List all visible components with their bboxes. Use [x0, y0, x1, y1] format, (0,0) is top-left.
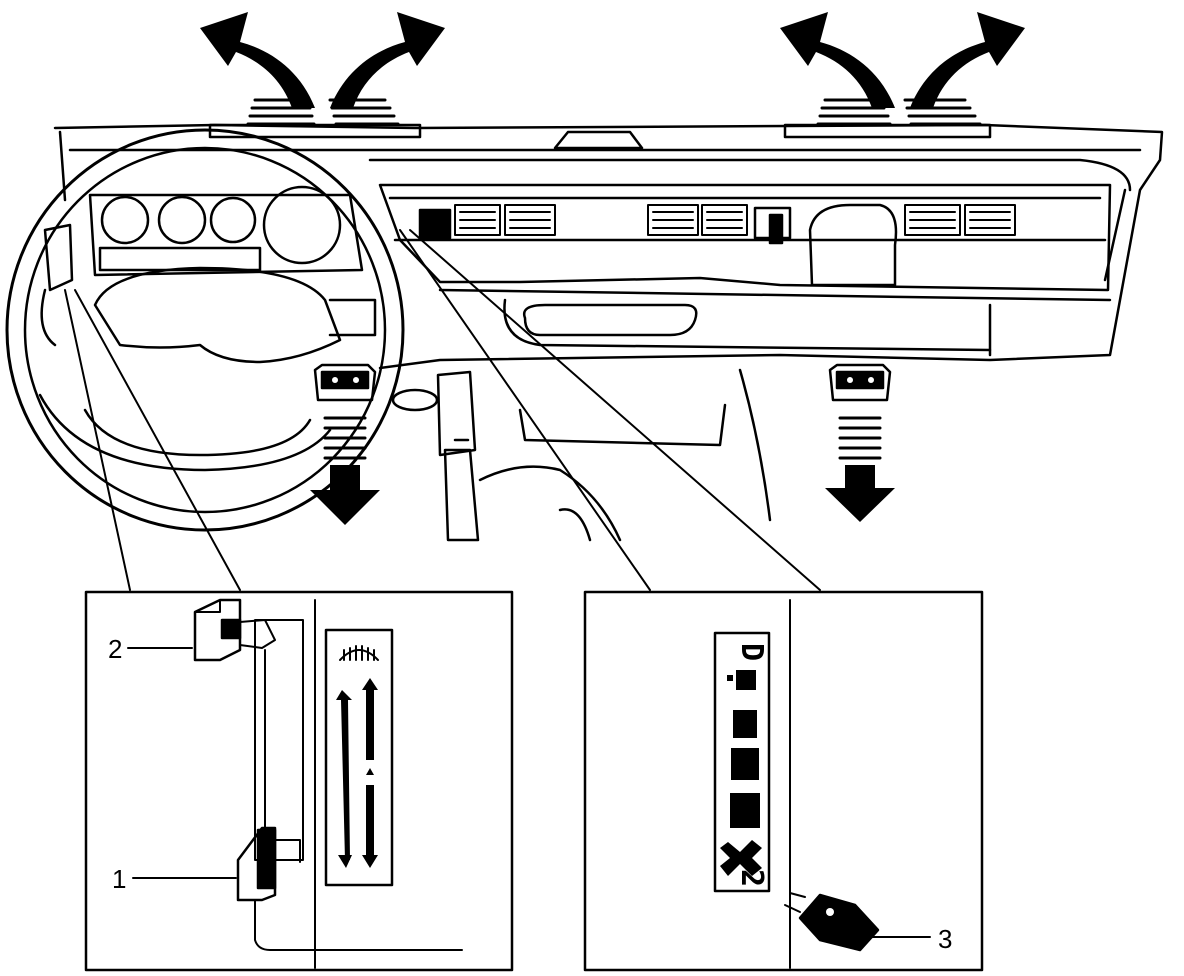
gauge-3 [209, 196, 257, 244]
steering-wheel [5, 128, 405, 532]
gear-label-d: D [734, 643, 769, 661]
airflow-arrow-up-right-1 [330, 12, 445, 108]
glovebox-handle [522, 303, 698, 337]
lever-1 [236, 826, 277, 902]
callout-label-1: 1 [112, 864, 126, 894]
airflow-arrow-up-left-2 [780, 12, 895, 108]
windshield-airflow-arrows [200, 12, 1025, 108]
fan-speed-strip [713, 631, 771, 893]
dash-control-mid-knob [768, 213, 784, 245]
up-down-arrows-icon [336, 678, 378, 868]
down-arrow-right [825, 465, 895, 522]
airflow-arrow-up-right-2 [910, 12, 1025, 108]
key-3 [798, 893, 880, 952]
dashboard-outline [53, 123, 1164, 370]
callout-label-2: 2 [108, 634, 122, 664]
radio-housing [808, 203, 898, 287]
footwell-vent-right [828, 363, 892, 402]
gear-label-2: 2 [734, 869, 769, 887]
defrost-vent-right [783, 123, 992, 139]
slider-track [254, 619, 304, 861]
steering-hub [93, 266, 342, 364]
airflow-arrow-up-left-1 [200, 12, 315, 108]
dash-control-left [418, 208, 452, 240]
footwell-vent-left [313, 363, 377, 402]
airflow-lines-top [246, 98, 982, 126]
callout-label-3: 3 [938, 924, 952, 954]
left-detail-panel [84, 590, 514, 972]
gauge-2 [157, 195, 207, 245]
control-strip [324, 628, 394, 887]
rear-defrost-icon [339, 645, 379, 661]
dash-vents [454, 204, 1016, 236]
footwell-airflow-arrows [310, 416, 895, 525]
instrument-cluster [88, 185, 377, 337]
down-arrow-left [310, 465, 380, 525]
left-stalk [40, 223, 74, 347]
gauge-4 [262, 185, 342, 265]
center-vent-cap [553, 130, 644, 150]
fan-icon [720, 840, 762, 876]
right-detail-panel [583, 590, 984, 972]
detail-leader-lines [64, 229, 821, 591]
gauge-1 [100, 195, 150, 245]
speed-bar-icon [727, 670, 760, 828]
lower-console [391, 368, 772, 542]
